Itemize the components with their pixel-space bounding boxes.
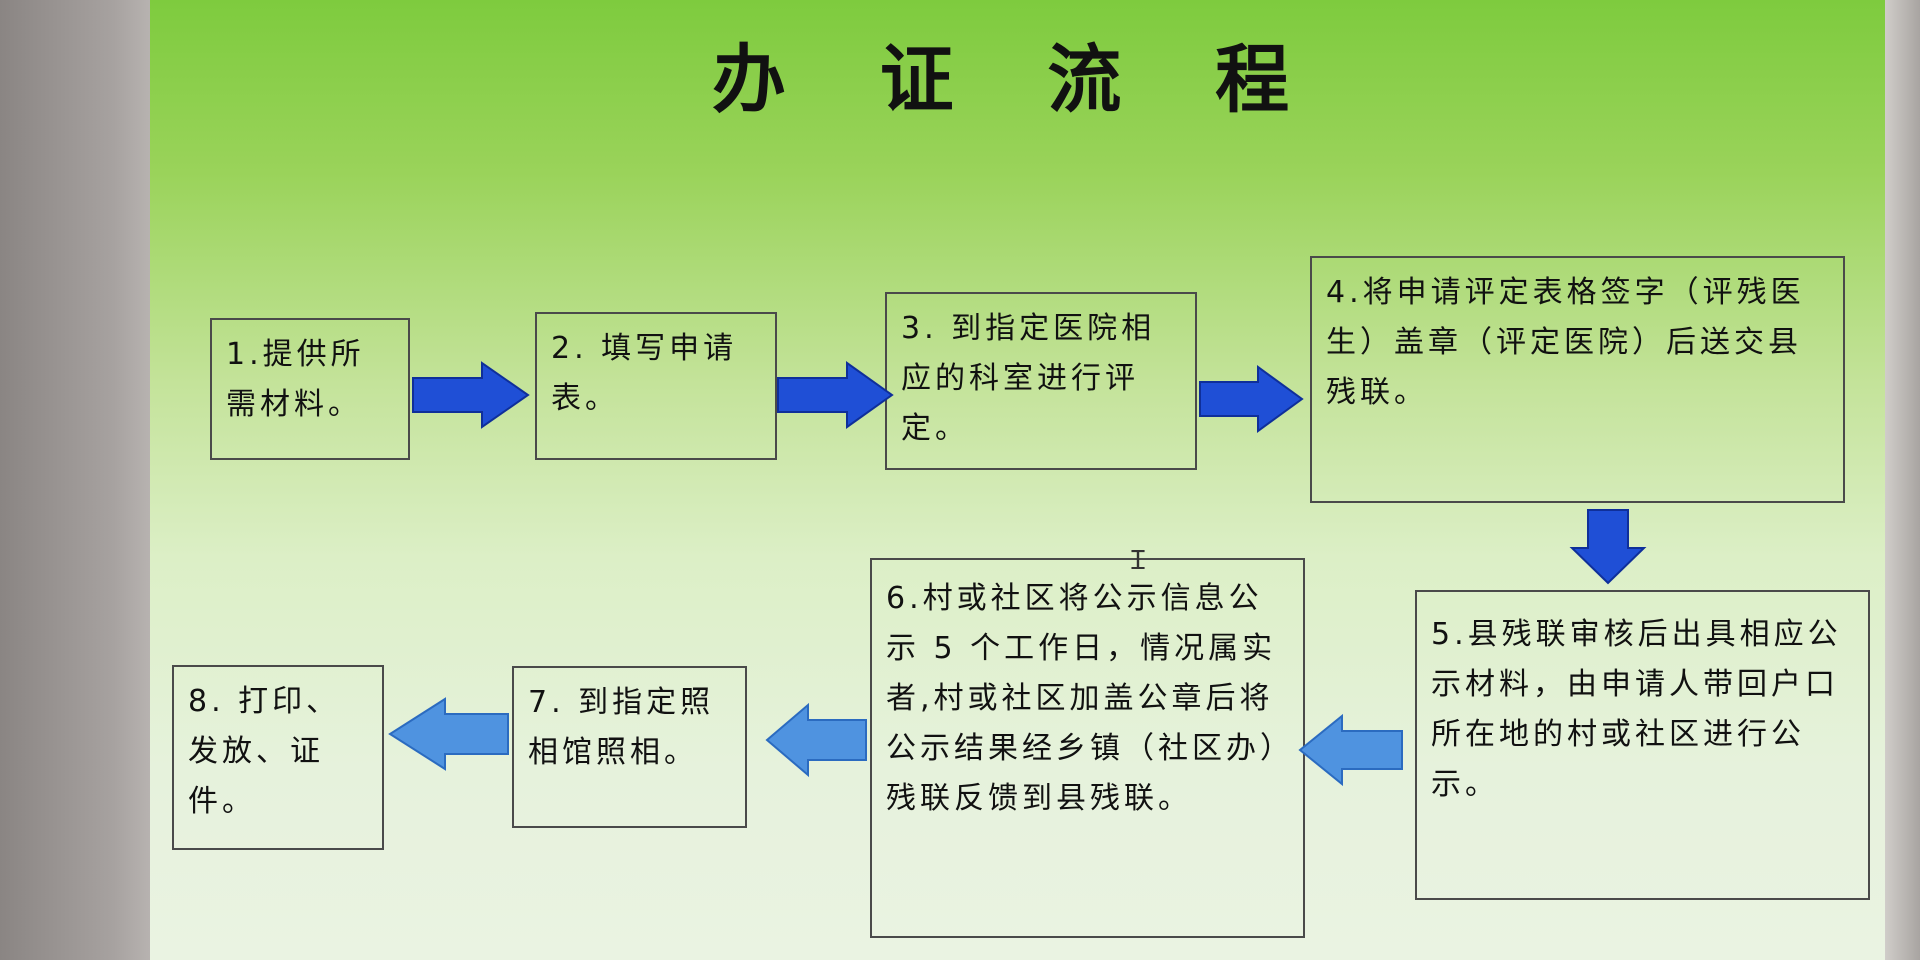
arrow-right-2-3	[777, 361, 894, 429]
arrow-right-1-2	[412, 361, 530, 429]
step-box-5: 5.县残联审核后出具相应公示材料，由申请人带回户口所在地的村或社区进行公示。	[1415, 590, 1870, 900]
text-cursor-icon: Ｉ	[1125, 546, 1152, 576]
step-box-8: 8. 打印、发放、证件。	[172, 665, 384, 850]
monitor-bezel-right	[1880, 0, 1920, 960]
step-box-6: 6.村或社区将公示信息公示 5 个工作日，情况属实者,村或社区加盖公章后将公示结…	[870, 558, 1305, 938]
arrow-right-3-4	[1199, 365, 1304, 433]
arrow-down-4-5	[1569, 509, 1647, 585]
flow-arrows	[388, 361, 1647, 787]
arrow-left-6-7	[765, 702, 867, 778]
step-box-2: 2. 填写申请表。	[535, 312, 777, 460]
arrow-left-7-8	[388, 697, 509, 771]
slide: 办 证 流 程 1.提供所需材料。 2. 填写申请表。 3. 到指定医院相应的科…	[150, 0, 1885, 960]
step-box-7: 7. 到指定照相馆照相。	[512, 666, 747, 828]
arrow-left-5-6	[1298, 713, 1403, 787]
step-box-3: 3. 到指定医院相应的科室进行评定。	[885, 292, 1197, 470]
step-box-1: 1.提供所需材料。	[210, 318, 410, 460]
page-title: 办 证 流 程	[711, 37, 1324, 123]
step-box-4: 4.将申请评定表格签字（评残医生）盖章（评定医院）后送交县残联。	[1310, 256, 1845, 503]
